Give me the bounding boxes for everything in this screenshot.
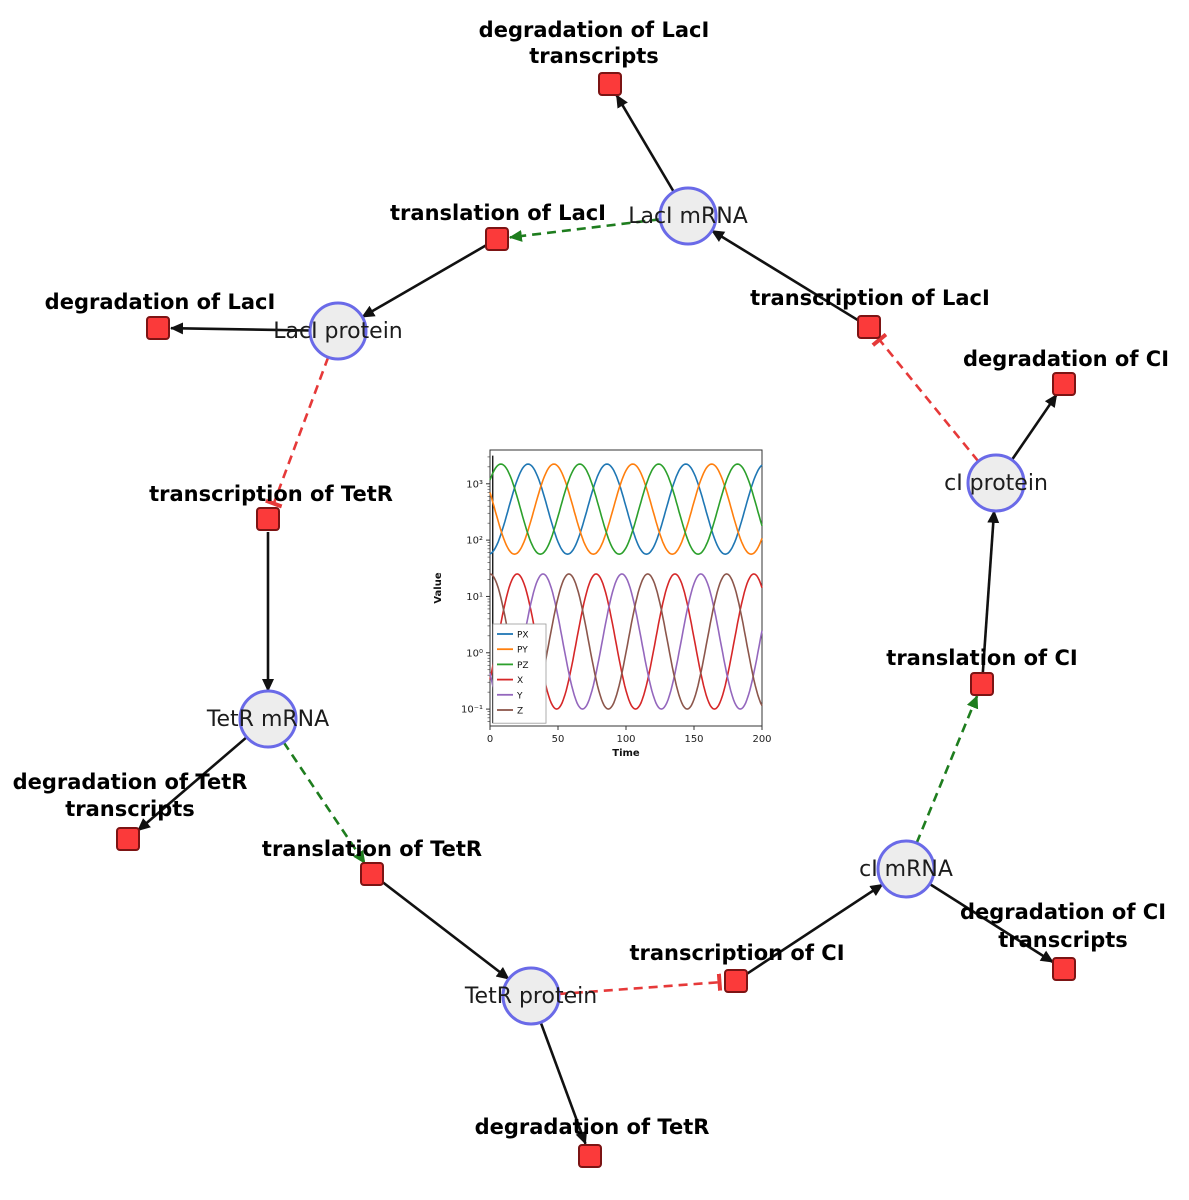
edge-tetr-mrna-modifies-translation-of-tetr bbox=[282, 741, 366, 865]
series-pz bbox=[489, 463, 763, 556]
reaction-node-degradation-of-tetr[interactable] bbox=[578, 1144, 602, 1168]
species-nodes bbox=[238, 186, 1026, 1026]
reaction-label-degradation-of-laci-transcripts-2: transcripts bbox=[529, 44, 659, 68]
species-label-tetr-protein: TetR protein bbox=[464, 984, 597, 1009]
series-py bbox=[489, 463, 763, 556]
reaction-label-degradation-of-tetr-transcripts-2: transcripts bbox=[65, 797, 195, 821]
edge-ci-protein-to-degradation-of-ci bbox=[1010, 393, 1058, 461]
species-node-ci-protein[interactable] bbox=[966, 453, 1026, 513]
reaction-label-translation-of-tetr: translation of TetR bbox=[262, 837, 482, 861]
reaction-label-degradation-of-laci-transcripts-1: degradation of LacI bbox=[479, 18, 710, 42]
reaction-label-translation-of-laci: translation of LacI bbox=[390, 201, 606, 225]
edge-laci-mrna-modifies-translation-of-laci bbox=[508, 218, 661, 242]
reaction-node-degradation-of-laci-transcripts[interactable] bbox=[598, 72, 622, 96]
series-y bbox=[489, 573, 763, 710]
y-tick-label: 10¹ bbox=[466, 592, 483, 603]
species-label-laci-protein: LacI protein bbox=[273, 319, 403, 344]
reaction-label-degradation-of-laci: degradation of LacI bbox=[45, 290, 276, 314]
reaction-node-degradation-of-tetr-transcripts[interactable] bbox=[116, 827, 140, 851]
reaction-node-degradation-of-laci[interactable] bbox=[146, 316, 170, 340]
edge-ci-protein-inhibits-transcription-of-laci bbox=[871, 332, 980, 463]
edge-translation-of-ci-to-ci-protein bbox=[981, 509, 1000, 674]
legend-box bbox=[492, 623, 547, 724]
reaction-node-transcription-of-ci[interactable] bbox=[724, 969, 748, 993]
species-node-ci-mrna[interactable] bbox=[876, 839, 936, 899]
x-axis-label: Time bbox=[612, 748, 640, 759]
reaction-node-transcription-of-tetr[interactable] bbox=[256, 507, 280, 531]
reaction-label-degradation-of-tetr-transcripts-1: degradation of TetR bbox=[13, 770, 248, 794]
edge-tetr-protein-to-degradation-of-tetr bbox=[539, 1021, 587, 1145]
edge-ci-mrna-to-degradation-of-ci-transcripts bbox=[929, 882, 1054, 964]
species-label-laci-mrna: LacI mRNA bbox=[628, 204, 748, 229]
edge-translation-of-laci-to-laci-protein bbox=[361, 243, 488, 319]
species-label-tetr-mrna: TetR mRNA bbox=[206, 707, 329, 732]
reaction-node-degradation-of-ci[interactable] bbox=[1052, 372, 1076, 396]
edges bbox=[137, 94, 1058, 1145]
legend-label-y: Y bbox=[516, 691, 523, 701]
species-label-ci-protein: cI protein bbox=[944, 471, 1048, 496]
reaction-node-transcription-of-laci[interactable] bbox=[857, 315, 881, 339]
edge-tetr-protein-inhibits-transcription-of-ci bbox=[558, 973, 723, 996]
y-tick-label: 10⁻¹ bbox=[461, 705, 483, 716]
edge-laci-protein-inhibits-transcription-of-tetr bbox=[265, 356, 330, 509]
x-tick-label: 200 bbox=[752, 734, 771, 745]
reaction-label-degradation-of-ci: degradation of CI bbox=[963, 347, 1169, 371]
x-tick-label: 150 bbox=[684, 734, 703, 745]
reaction-label-transcription-of-ci: transcription of CI bbox=[629, 941, 844, 965]
reaction-node-degradation-of-ci-transcripts[interactable] bbox=[1052, 957, 1076, 981]
reaction-label-degradation-of-ci-transcripts-2: transcripts bbox=[998, 928, 1128, 952]
y-tick-label: 10³ bbox=[466, 479, 483, 490]
edge-laci-mrna-to-degradation-of-laci-transcripts bbox=[615, 94, 675, 193]
legend: PX PY PZ XYZ bbox=[492, 623, 547, 724]
reaction-node-translation-of-tetr[interactable] bbox=[360, 862, 384, 886]
legend-label-x: X bbox=[517, 676, 523, 686]
reaction-label-transcription-of-laci: transcription of LacI bbox=[750, 286, 990, 310]
x-tick-label: 50 bbox=[552, 734, 565, 745]
reaction-label-degradation-of-tetr: degradation of TetR bbox=[475, 1115, 710, 1139]
edge-laci-protein-to-degradation-of-laci bbox=[170, 322, 311, 335]
species-node-laci-mrna[interactable] bbox=[658, 186, 718, 246]
edge-transcription-of-ci-to-ci-mrna bbox=[745, 883, 884, 976]
species-node-laci-protein[interactable] bbox=[308, 301, 368, 361]
reaction-label-transcription-of-tetr: transcription of TetR bbox=[149, 482, 393, 506]
y-axis-label: Value bbox=[433, 572, 444, 603]
edge-transcription-of-laci-to-laci-mrna bbox=[711, 229, 860, 322]
legend-label-z: Z bbox=[517, 707, 523, 717]
species-node-tetr-mrna[interactable] bbox=[238, 689, 298, 749]
edge-ci-mrna-modifies-translation-of-ci bbox=[915, 695, 979, 844]
legend-label-pz: PZ bbox=[517, 661, 529, 671]
species-node-tetr-protein[interactable] bbox=[501, 966, 561, 1026]
labels: LacI mRNA LacI protein TetR mRNA TetR pr… bbox=[13, 18, 1169, 1139]
legend-label-py: PY bbox=[517, 646, 528, 656]
reaction-label-degradation-of-ci-transcripts-1: degradation of CI bbox=[960, 900, 1166, 924]
reaction-node-translation-of-laci[interactable] bbox=[485, 227, 509, 251]
reaction-label-translation-of-ci: translation of CI bbox=[886, 646, 1077, 670]
reaction-nodes bbox=[116, 72, 1076, 1168]
edge-translation-of-tetr-to-tetr-protein bbox=[381, 880, 510, 981]
y-tick-label: 10² bbox=[466, 536, 483, 547]
y-tick-label: 10⁰ bbox=[466, 648, 483, 659]
reaction-node-translation-of-ci[interactable] bbox=[970, 672, 994, 696]
species-label-ci-mrna: cI mRNA bbox=[859, 857, 953, 882]
edge-tetr-mrna-to-degradation-of-tetr-transcripts bbox=[137, 736, 248, 832]
series-px bbox=[489, 463, 763, 556]
legend-label-px: PX bbox=[517, 631, 529, 641]
x-tick-label: 0 bbox=[487, 734, 493, 745]
x-tick-label: 100 bbox=[616, 734, 635, 745]
